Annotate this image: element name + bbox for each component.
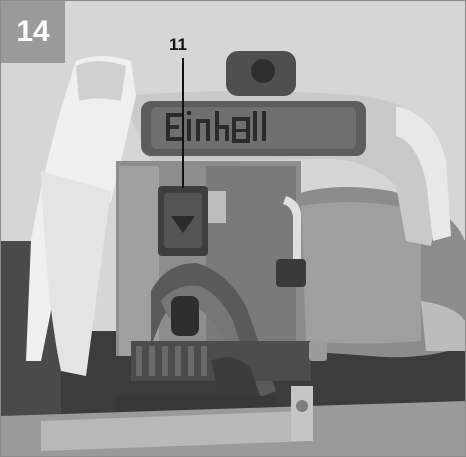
callout-label: 11 [169, 35, 187, 54]
figure-number-badge: 14 [1, 1, 65, 63]
callout-leader-line [182, 58, 184, 188]
